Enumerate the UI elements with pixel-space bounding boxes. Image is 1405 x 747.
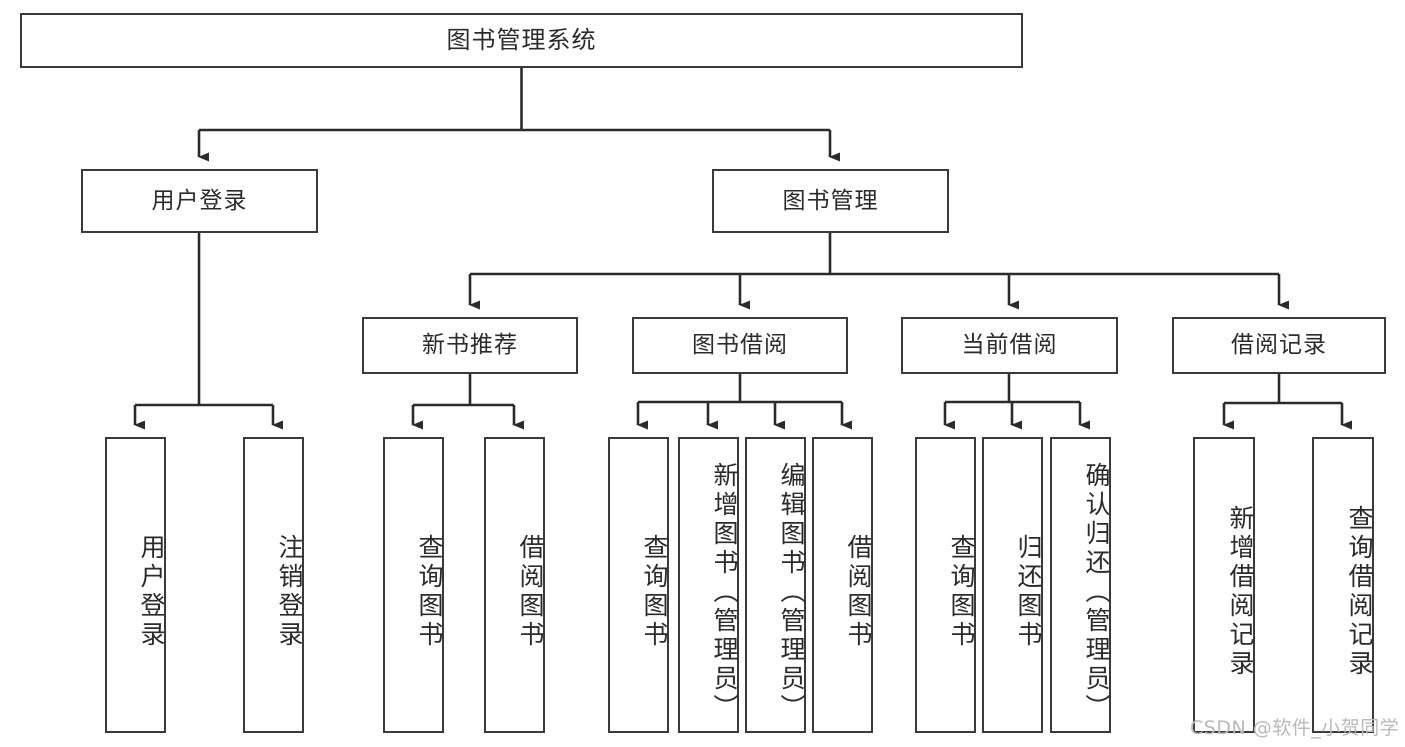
node-user-login-label: 用户登录 bbox=[151, 187, 248, 214]
node-leaf-query-book-2-label: 查询图书 bbox=[640, 534, 669, 650]
node-leaf-query-record[interactable]: 查询借阅记录 bbox=[1312, 437, 1374, 733]
node-leaf-query-book-1-label: 查询图书 bbox=[415, 534, 444, 650]
node-leaf-edit-book-label: 编辑图书（管理员） bbox=[777, 461, 806, 723]
node-leaf-return-book-label: 归还图书 bbox=[1014, 534, 1043, 650]
node-borrow-record[interactable]: 借阅记录 bbox=[1172, 317, 1386, 374]
node-leaf-edit-book[interactable]: 编辑图书（管理员） bbox=[745, 437, 806, 733]
node-book-manage-label: 图书管理 bbox=[782, 187, 879, 214]
node-leaf-logout-login[interactable]: 注销登录 bbox=[243, 437, 304, 733]
node-user-login[interactable]: 用户登录 bbox=[81, 169, 318, 233]
node-leaf-query-book-3[interactable]: 查询图书 bbox=[915, 437, 976, 733]
node-leaf-query-book-3-label: 查询图书 bbox=[947, 534, 976, 650]
node-leaf-add-book-label: 新增图书（管理员） bbox=[710, 461, 739, 723]
node-book-borrow-label: 图书借阅 bbox=[692, 332, 788, 359]
node-leaf-borrow-book-1-label: 借阅图书 bbox=[516, 534, 545, 650]
node-leaf-query-book-1[interactable]: 查询图书 bbox=[383, 437, 444, 733]
node-book-borrow[interactable]: 图书借阅 bbox=[632, 317, 848, 374]
node-leaf-borrow-book-2[interactable]: 借阅图书 bbox=[812, 437, 873, 733]
node-leaf-borrow-book-2-label: 借阅图书 bbox=[844, 534, 873, 650]
node-book-manage[interactable]: 图书管理 bbox=[712, 169, 949, 233]
node-leaf-user-login-label: 用户登录 bbox=[137, 534, 166, 650]
node-current-borrow-label: 当前借阅 bbox=[961, 332, 1058, 359]
node-leaf-confirm-return[interactable]: 确认归还（管理员） bbox=[1050, 437, 1111, 733]
node-root-label: 图书管理系统 bbox=[446, 25, 597, 54]
node-leaf-query-book-2[interactable]: 查询图书 bbox=[608, 437, 669, 733]
node-new-book-recommend-label: 新书推荐 bbox=[422, 332, 518, 359]
node-leaf-query-record-label: 查询借阅记录 bbox=[1345, 505, 1374, 679]
watermark-text: CSDN @软件_小贺同学 bbox=[1190, 717, 1400, 739]
node-leaf-borrow-book-1[interactable]: 借阅图书 bbox=[484, 437, 545, 733]
node-current-borrow[interactable]: 当前借阅 bbox=[901, 317, 1118, 374]
node-leaf-confirm-return-label: 确认归还（管理员） bbox=[1082, 461, 1111, 723]
node-leaf-user-login[interactable]: 用户登录 bbox=[105, 437, 166, 733]
node-borrow-record-label: 借阅记录 bbox=[1231, 332, 1327, 359]
node-leaf-logout-login-label: 注销登录 bbox=[275, 534, 304, 650]
node-leaf-return-book[interactable]: 归还图书 bbox=[982, 437, 1043, 733]
node-new-book-recommend[interactable]: 新书推荐 bbox=[362, 317, 578, 374]
node-leaf-add-record-label: 新增借阅记录 bbox=[1226, 505, 1255, 679]
node-leaf-add-book[interactable]: 新增图书（管理员） bbox=[678, 437, 739, 733]
node-leaf-add-record[interactable]: 新增借阅记录 bbox=[1193, 437, 1255, 733]
node-root[interactable]: 图书管理系统 bbox=[20, 13, 1023, 68]
